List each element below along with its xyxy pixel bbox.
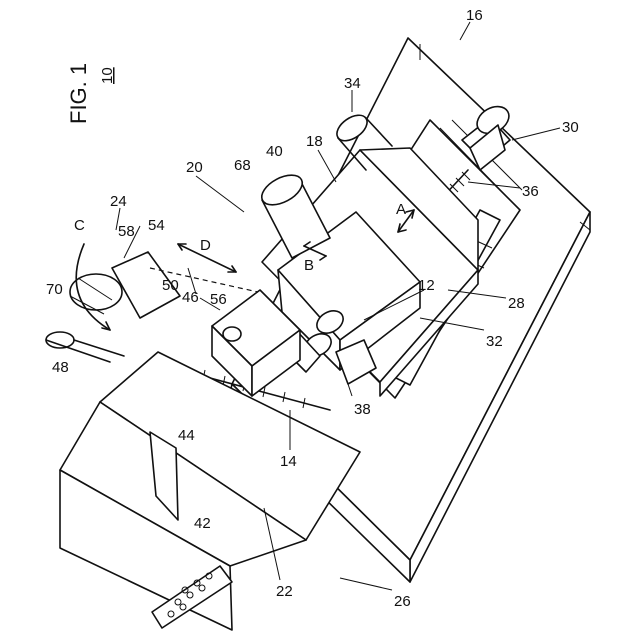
reference-34: 34 — [344, 75, 361, 92]
reference-56: 56 — [210, 291, 227, 308]
figure-title: FIG. 1 — [66, 63, 91, 124]
reference-58: 58 — [118, 223, 135, 240]
reference-28: 28 — [508, 295, 525, 312]
direction-b: B — [304, 257, 314, 274]
reference-30: 30 — [562, 119, 579, 136]
reference-44: 44 — [178, 427, 195, 444]
reference-10: 10 — [99, 67, 116, 84]
cylinder-48 — [46, 332, 124, 362]
reference-38: 38 — [354, 401, 371, 418]
reference-32: 32 — [486, 333, 503, 350]
reference-14: 14 — [280, 453, 297, 470]
reference-24: 24 — [110, 193, 127, 210]
reference-48: 48 — [52, 359, 69, 376]
reference-50: 50 — [162, 277, 179, 294]
reference-40: 40 — [266, 143, 283, 160]
direction-d: D — [200, 237, 211, 254]
reference-70: 70 — [46, 281, 63, 298]
direction-a: A — [396, 201, 406, 218]
reference-68: 68 — [234, 157, 251, 174]
reference-26: 26 — [394, 593, 411, 610]
reference-42: 42 — [194, 515, 211, 532]
reference-22: 22 — [276, 583, 293, 600]
reference-18: 18 — [306, 133, 323, 150]
reference-20: 20 — [186, 159, 203, 176]
reference-36: 36 — [522, 183, 539, 200]
reference-54: 54 — [148, 217, 165, 234]
reference-16: 16 — [466, 7, 483, 24]
reference-12: 12 — [418, 277, 435, 294]
reference-46: 46 — [182, 289, 199, 306]
direction-c: C — [74, 217, 85, 234]
